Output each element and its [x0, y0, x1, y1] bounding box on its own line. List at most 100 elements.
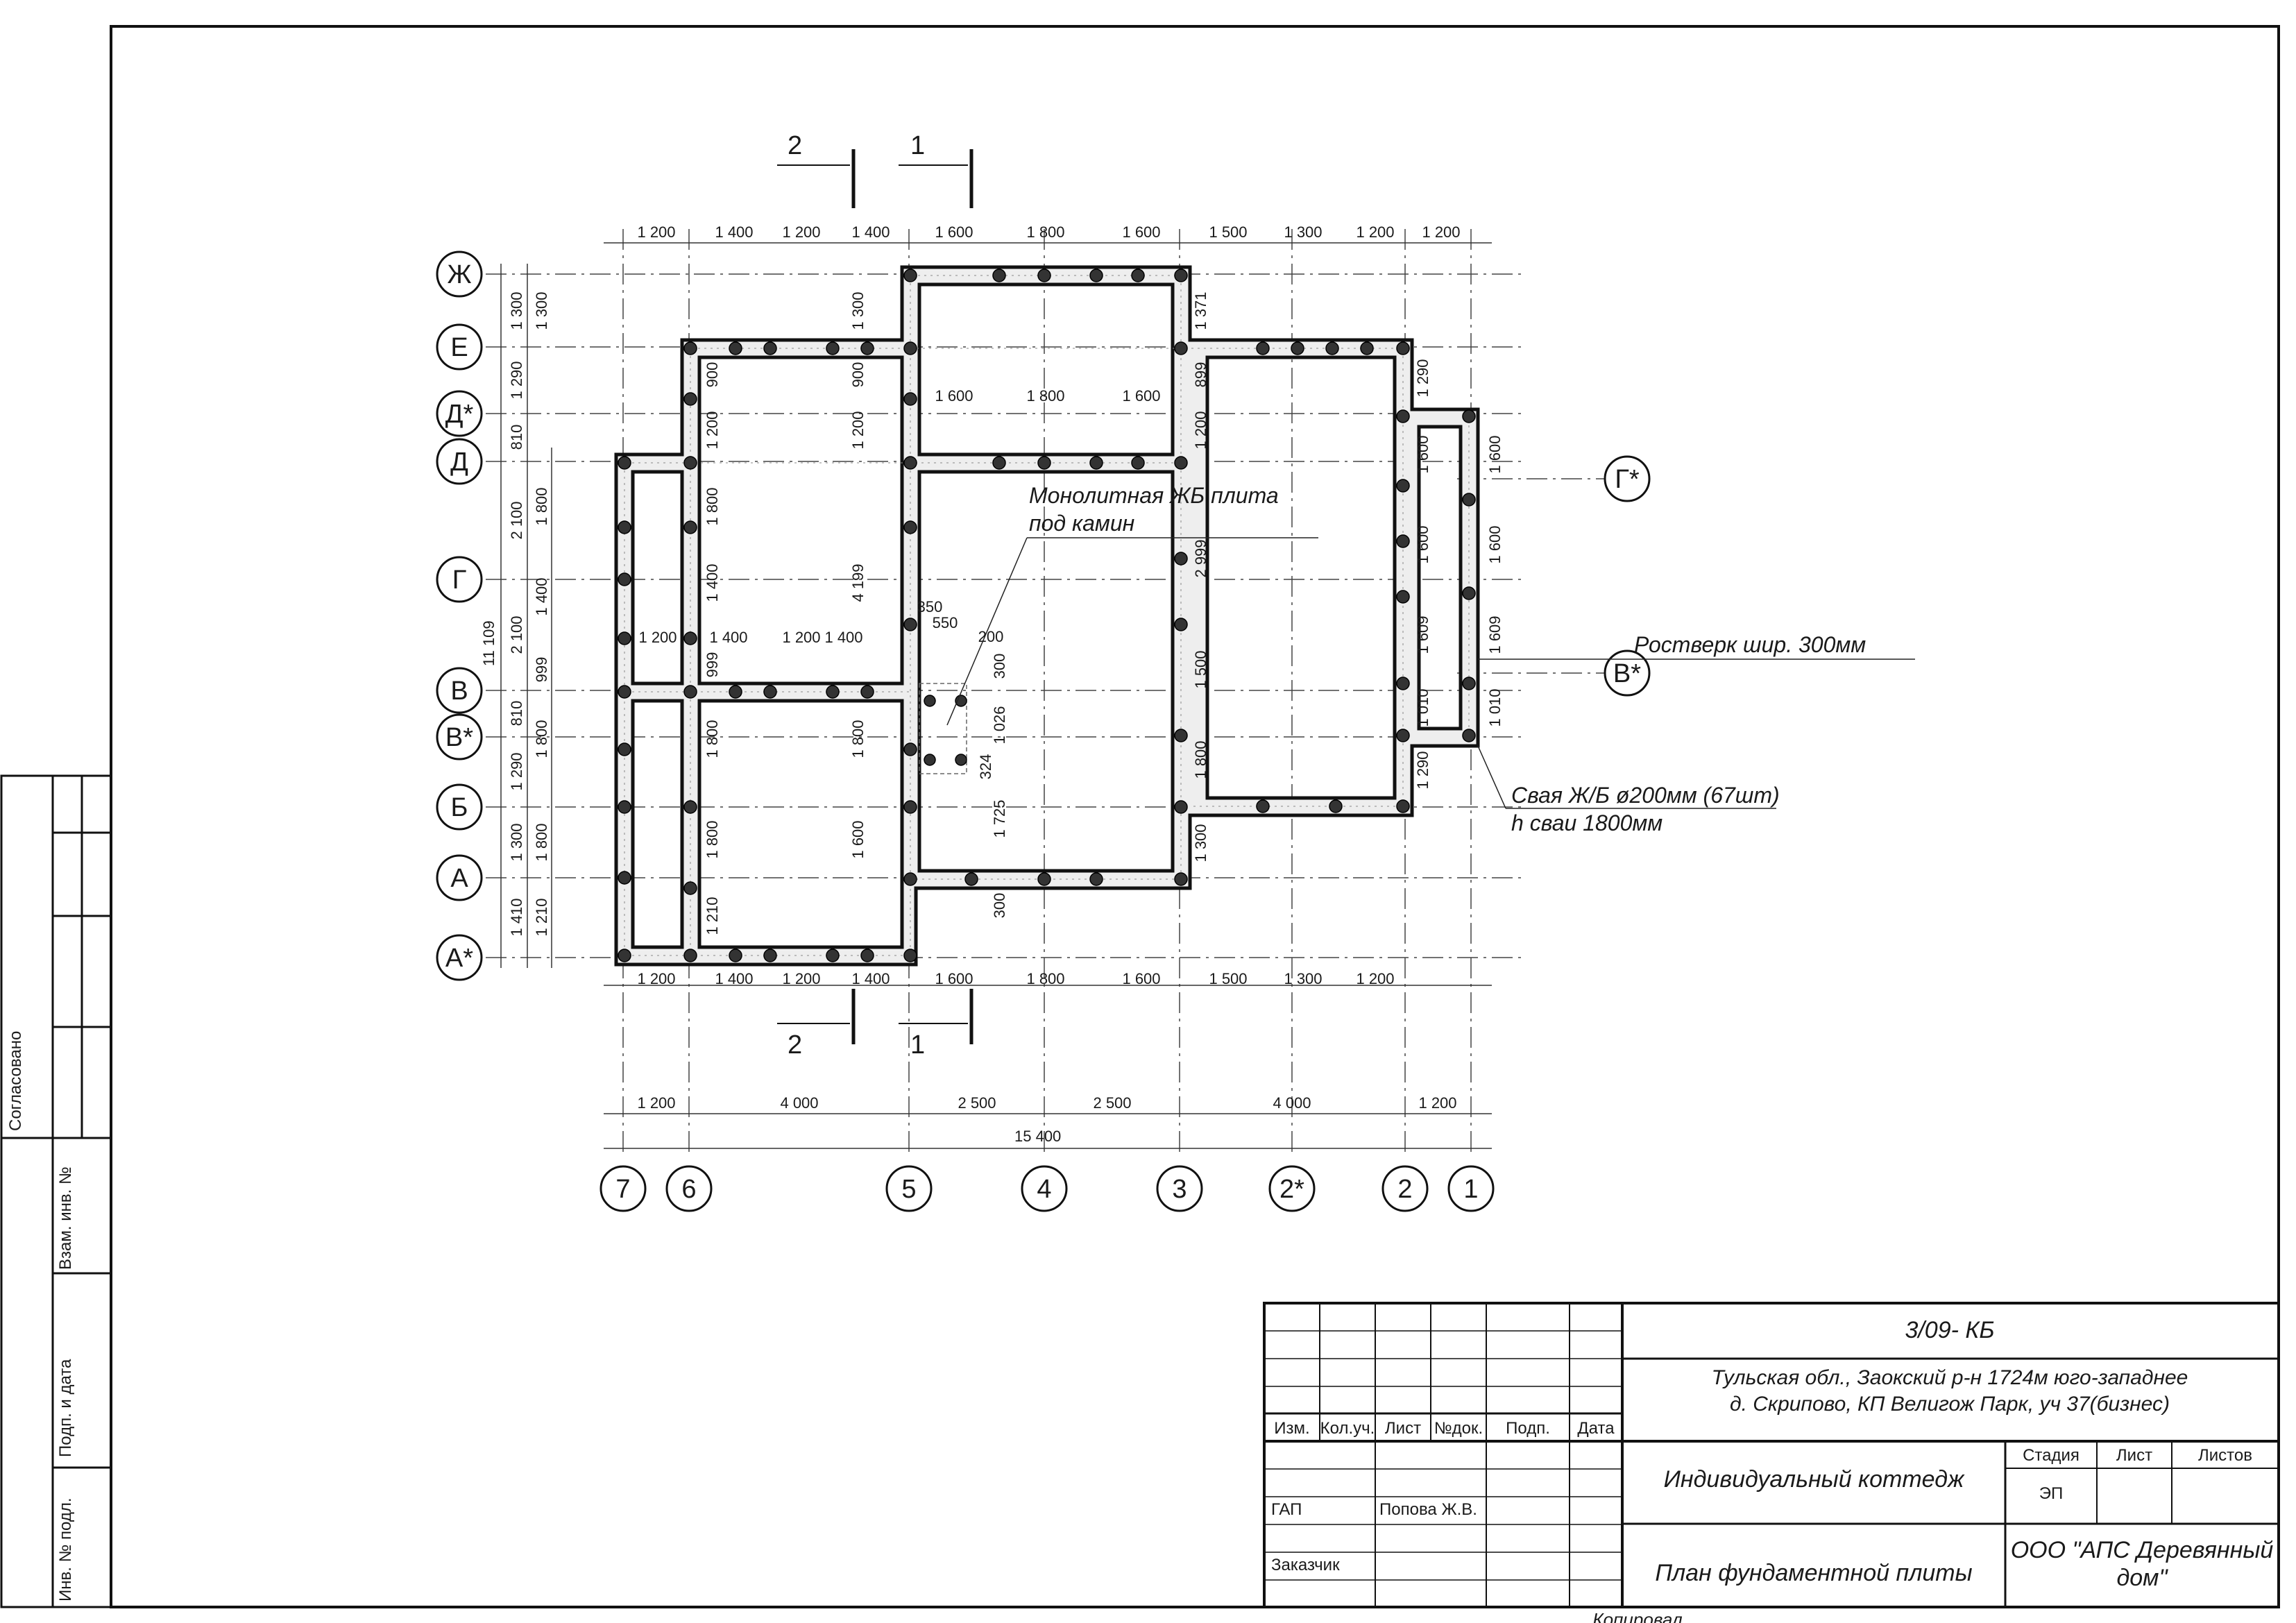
dim-left-inner: 1 300 [533, 291, 550, 330]
dim-bottom: 1 800 [1026, 970, 1064, 987]
dim-mid-v: 1 300 [849, 291, 867, 330]
title-block-col-header: №док. [1434, 1419, 1483, 1438]
dim-far-right-outer: 1 609 [1486, 615, 1504, 654]
axis-bubble-left: В [450, 677, 468, 706]
dim-overall: 2 500 [1093, 1094, 1131, 1112]
pile [1131, 269, 1145, 282]
title-block-stage-value: ЭП [2039, 1484, 2064, 1503]
axis-bubble-bottom-circle [1021, 1165, 1068, 1212]
pile [1174, 456, 1188, 470]
dim-left-inner: 999 [533, 657, 550, 683]
note-grillage: Ростверк шир. 300мм [1634, 632, 1866, 657]
pile [903, 456, 917, 470]
dim-overall: 1 200 [1418, 1094, 1456, 1112]
dim-overall: 1 200 [637, 1094, 675, 1112]
dim-left-outer: 1 290 [508, 752, 525, 790]
dim-inner-h-top: 1 600 [935, 387, 973, 405]
axis-bubble-left: Г [452, 566, 467, 595]
note-fireplace-slab-2: под камин [1029, 511, 1134, 536]
axis-bubbles-right: Г*В* [1604, 455, 1651, 697]
dim-bottom: 1 600 [1122, 970, 1160, 987]
cut-mark-bottom-left: 2 [788, 1030, 802, 1060]
axis-bubble-bottom: 4 [1037, 1175, 1051, 1204]
axis-bubble-bottom-circle [1381, 1165, 1429, 1212]
axis-bubble-bottom-circle [599, 1165, 647, 1212]
side-stamp [0, 774, 112, 1608]
pile [729, 685, 742, 699]
dim-right-v: 1 371 [1192, 291, 1209, 330]
dim-inner-v: 999 [704, 652, 721, 678]
pile [618, 631, 631, 645]
axis-bubble-right-circle [1604, 455, 1651, 502]
pile [683, 800, 697, 814]
pile [903, 618, 917, 631]
pile [683, 949, 697, 962]
pile [1174, 618, 1188, 631]
pile [1089, 269, 1103, 282]
dim-right-v: 1 200 [1192, 411, 1209, 449]
dim-left-outer: 810 [508, 701, 525, 726]
dim-far-right-v: 1 600 [1414, 435, 1431, 473]
dim-far-right-outer: 1 600 [1486, 525, 1504, 563]
axis-bubble-left: Ж [447, 260, 471, 289]
pile [1089, 872, 1103, 886]
dim-left-total: 11 109 [480, 620, 498, 666]
dim-top: 1 600 [1122, 223, 1160, 241]
title-block-company-2: дом" [2116, 1565, 2168, 1591]
dim-mid-v: 1 600 [849, 820, 867, 858]
pile [1174, 729, 1188, 742]
pile [763, 949, 777, 962]
dim-fireplace: 1 725 [991, 799, 1008, 838]
title-block-company-1: ООО "АПС Деревянный [2011, 1537, 2274, 1563]
dim-bottom: 1 400 [851, 970, 890, 987]
pile [1174, 552, 1188, 566]
side-stamp-agreed: Согласовано [6, 1031, 25, 1131]
pile [903, 742, 917, 756]
pile [1037, 269, 1051, 282]
dim-inner-v: 1 210 [704, 897, 721, 935]
pile [683, 520, 697, 534]
dim-left-outer: 810 [508, 425, 525, 450]
dim-far-right-v: 1 290 [1414, 751, 1431, 789]
pile [924, 695, 936, 707]
axis-bubble-left-circle [436, 783, 483, 831]
axis-bubble-bottom: 5 [901, 1175, 916, 1204]
axis-bubble-left: А* [445, 944, 473, 973]
pile [826, 685, 840, 699]
pile [618, 949, 631, 962]
pile [860, 949, 874, 962]
axis-bubble-left-circle [436, 713, 483, 760]
dim-inner-v: 1 800 [704, 820, 721, 858]
dim-fireplace: 300 [991, 893, 1008, 919]
pile [1174, 341, 1188, 355]
title-block-address-1: Тульская обл., Заокский р-н 1724м юго-за… [1712, 1366, 2188, 1389]
dim-mid-v: 1 200 [849, 411, 867, 449]
pile [1089, 456, 1103, 470]
dim-left-inner: 1 800 [533, 487, 550, 525]
axis-bubble-bottom: 1 [1463, 1175, 1478, 1204]
pile [1174, 800, 1188, 814]
dim-right-v: 899 [1192, 362, 1209, 388]
dim-left-outer: 1 300 [508, 291, 525, 330]
dim-left-outer: 1 410 [508, 898, 525, 936]
title-block-drawing-name: План фундаментной плиты [1655, 1560, 1972, 1586]
dim-far-right-v: 1 600 [1414, 525, 1431, 563]
dim-top: 1 800 [1026, 223, 1064, 241]
pile [1462, 586, 1476, 600]
pile [992, 456, 1006, 470]
pile [683, 881, 697, 895]
pile [1037, 872, 1051, 886]
pile [903, 341, 917, 355]
pile [683, 685, 697, 699]
pile [1325, 341, 1339, 355]
pile [860, 341, 874, 355]
pile [729, 949, 742, 962]
pile [1256, 341, 1270, 355]
pile [1256, 799, 1270, 813]
dim-inner-h-mid: 1 400 [824, 629, 862, 646]
